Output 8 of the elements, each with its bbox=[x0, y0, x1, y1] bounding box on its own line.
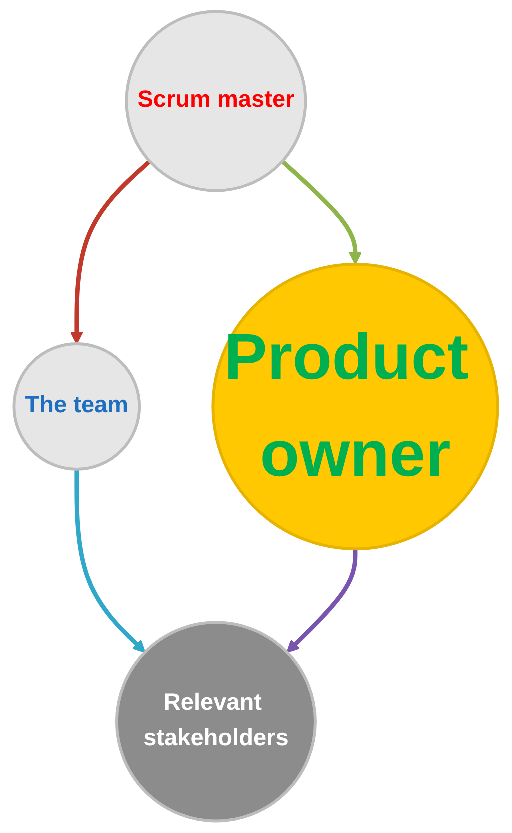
arrow bbox=[281, 160, 362, 265]
node-circle: Scrum master bbox=[125, 10, 308, 192]
arrow bbox=[70, 160, 152, 345]
node-circle: The team bbox=[12, 342, 142, 471]
node-circle: Relevant stakeholders bbox=[115, 621, 317, 823]
arrow bbox=[286, 549, 358, 654]
arrow bbox=[74, 469, 146, 654]
node-circle: Product owner bbox=[212, 262, 500, 551]
